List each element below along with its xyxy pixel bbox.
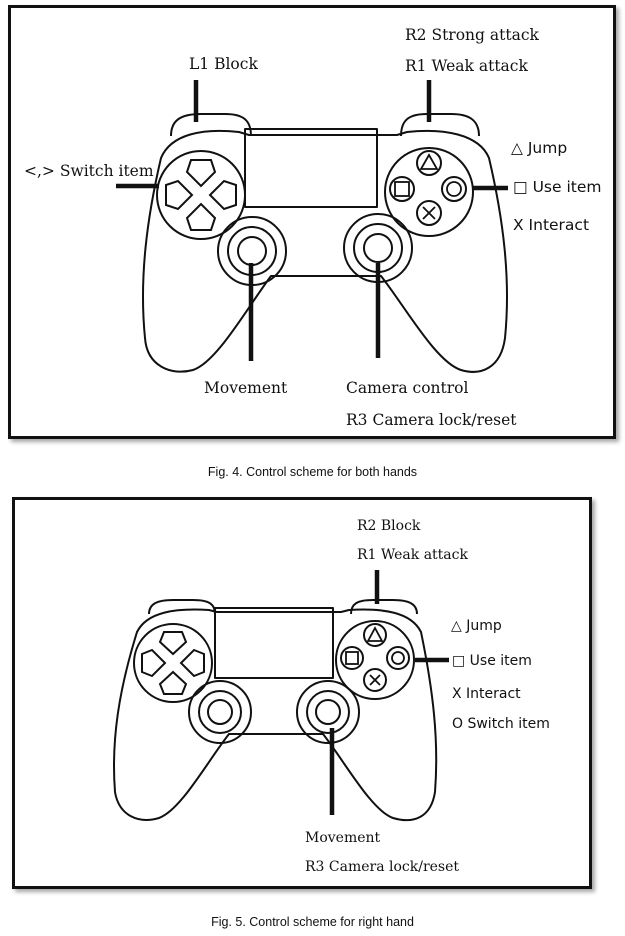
cross-label: X Interact: [513, 216, 590, 234]
r3-label: R3 Camera lock/reset: [305, 859, 460, 875]
gamepad-diagram: [112, 570, 449, 822]
gamepad-outline: [112, 599, 438, 822]
r2-label: R2 Strong attack: [405, 26, 539, 44]
r1-label: R1 Weak attack: [357, 547, 468, 563]
circle-button: [441, 176, 467, 202]
gamepad-outline: [141, 113, 509, 373]
control-scheme-figure-both-hands: R2 Strong attack R1 Weak attack L1 Block…: [8, 5, 616, 439]
dpad: [141, 631, 205, 695]
right-stick-label: Camera control: [346, 379, 469, 397]
right-stick: [296, 680, 360, 744]
triangle-button: [363, 623, 387, 647]
figure-4-caption: Fig. 4. Control scheme for both hands: [207, 465, 418, 479]
gamepad-diagram: [116, 80, 509, 373]
r3-label: R3 Camera lock/reset: [346, 411, 517, 429]
triangle-label: △ Jump: [511, 139, 568, 157]
circle-label: O Switch item: [452, 716, 550, 732]
square-button: [389, 176, 415, 202]
left-stick-label: Movement: [204, 379, 288, 397]
dpad: [165, 159, 237, 231]
square-label: □ Use item: [452, 653, 532, 669]
square-label: □ Use item: [513, 178, 602, 196]
cross-button: [416, 200, 442, 226]
square-button: [340, 646, 364, 670]
face-buttons: [340, 623, 410, 692]
control-scheme-figure-right-hand: R2 Block R1 Weak attack △ Jump □ Use ite…: [12, 497, 592, 889]
triangle-label: △ Jump: [451, 618, 502, 634]
triangle-button: [416, 150, 442, 176]
l1-label: L1 Block: [189, 55, 258, 73]
face-buttons: [389, 150, 467, 226]
r1-label: R1 Weak attack: [405, 57, 528, 75]
circle-button: [386, 646, 410, 670]
figure-5-caption: Fig. 5. Control scheme for right hand: [211, 915, 414, 929]
left-stick: [188, 680, 252, 744]
cross-label: X Interact: [452, 686, 521, 702]
cross-button: [363, 668, 387, 692]
right-stick-label: Movement: [305, 830, 381, 846]
r2-label: R2 Block: [357, 518, 421, 534]
dpad-label: <,> Switch item: [24, 162, 154, 180]
